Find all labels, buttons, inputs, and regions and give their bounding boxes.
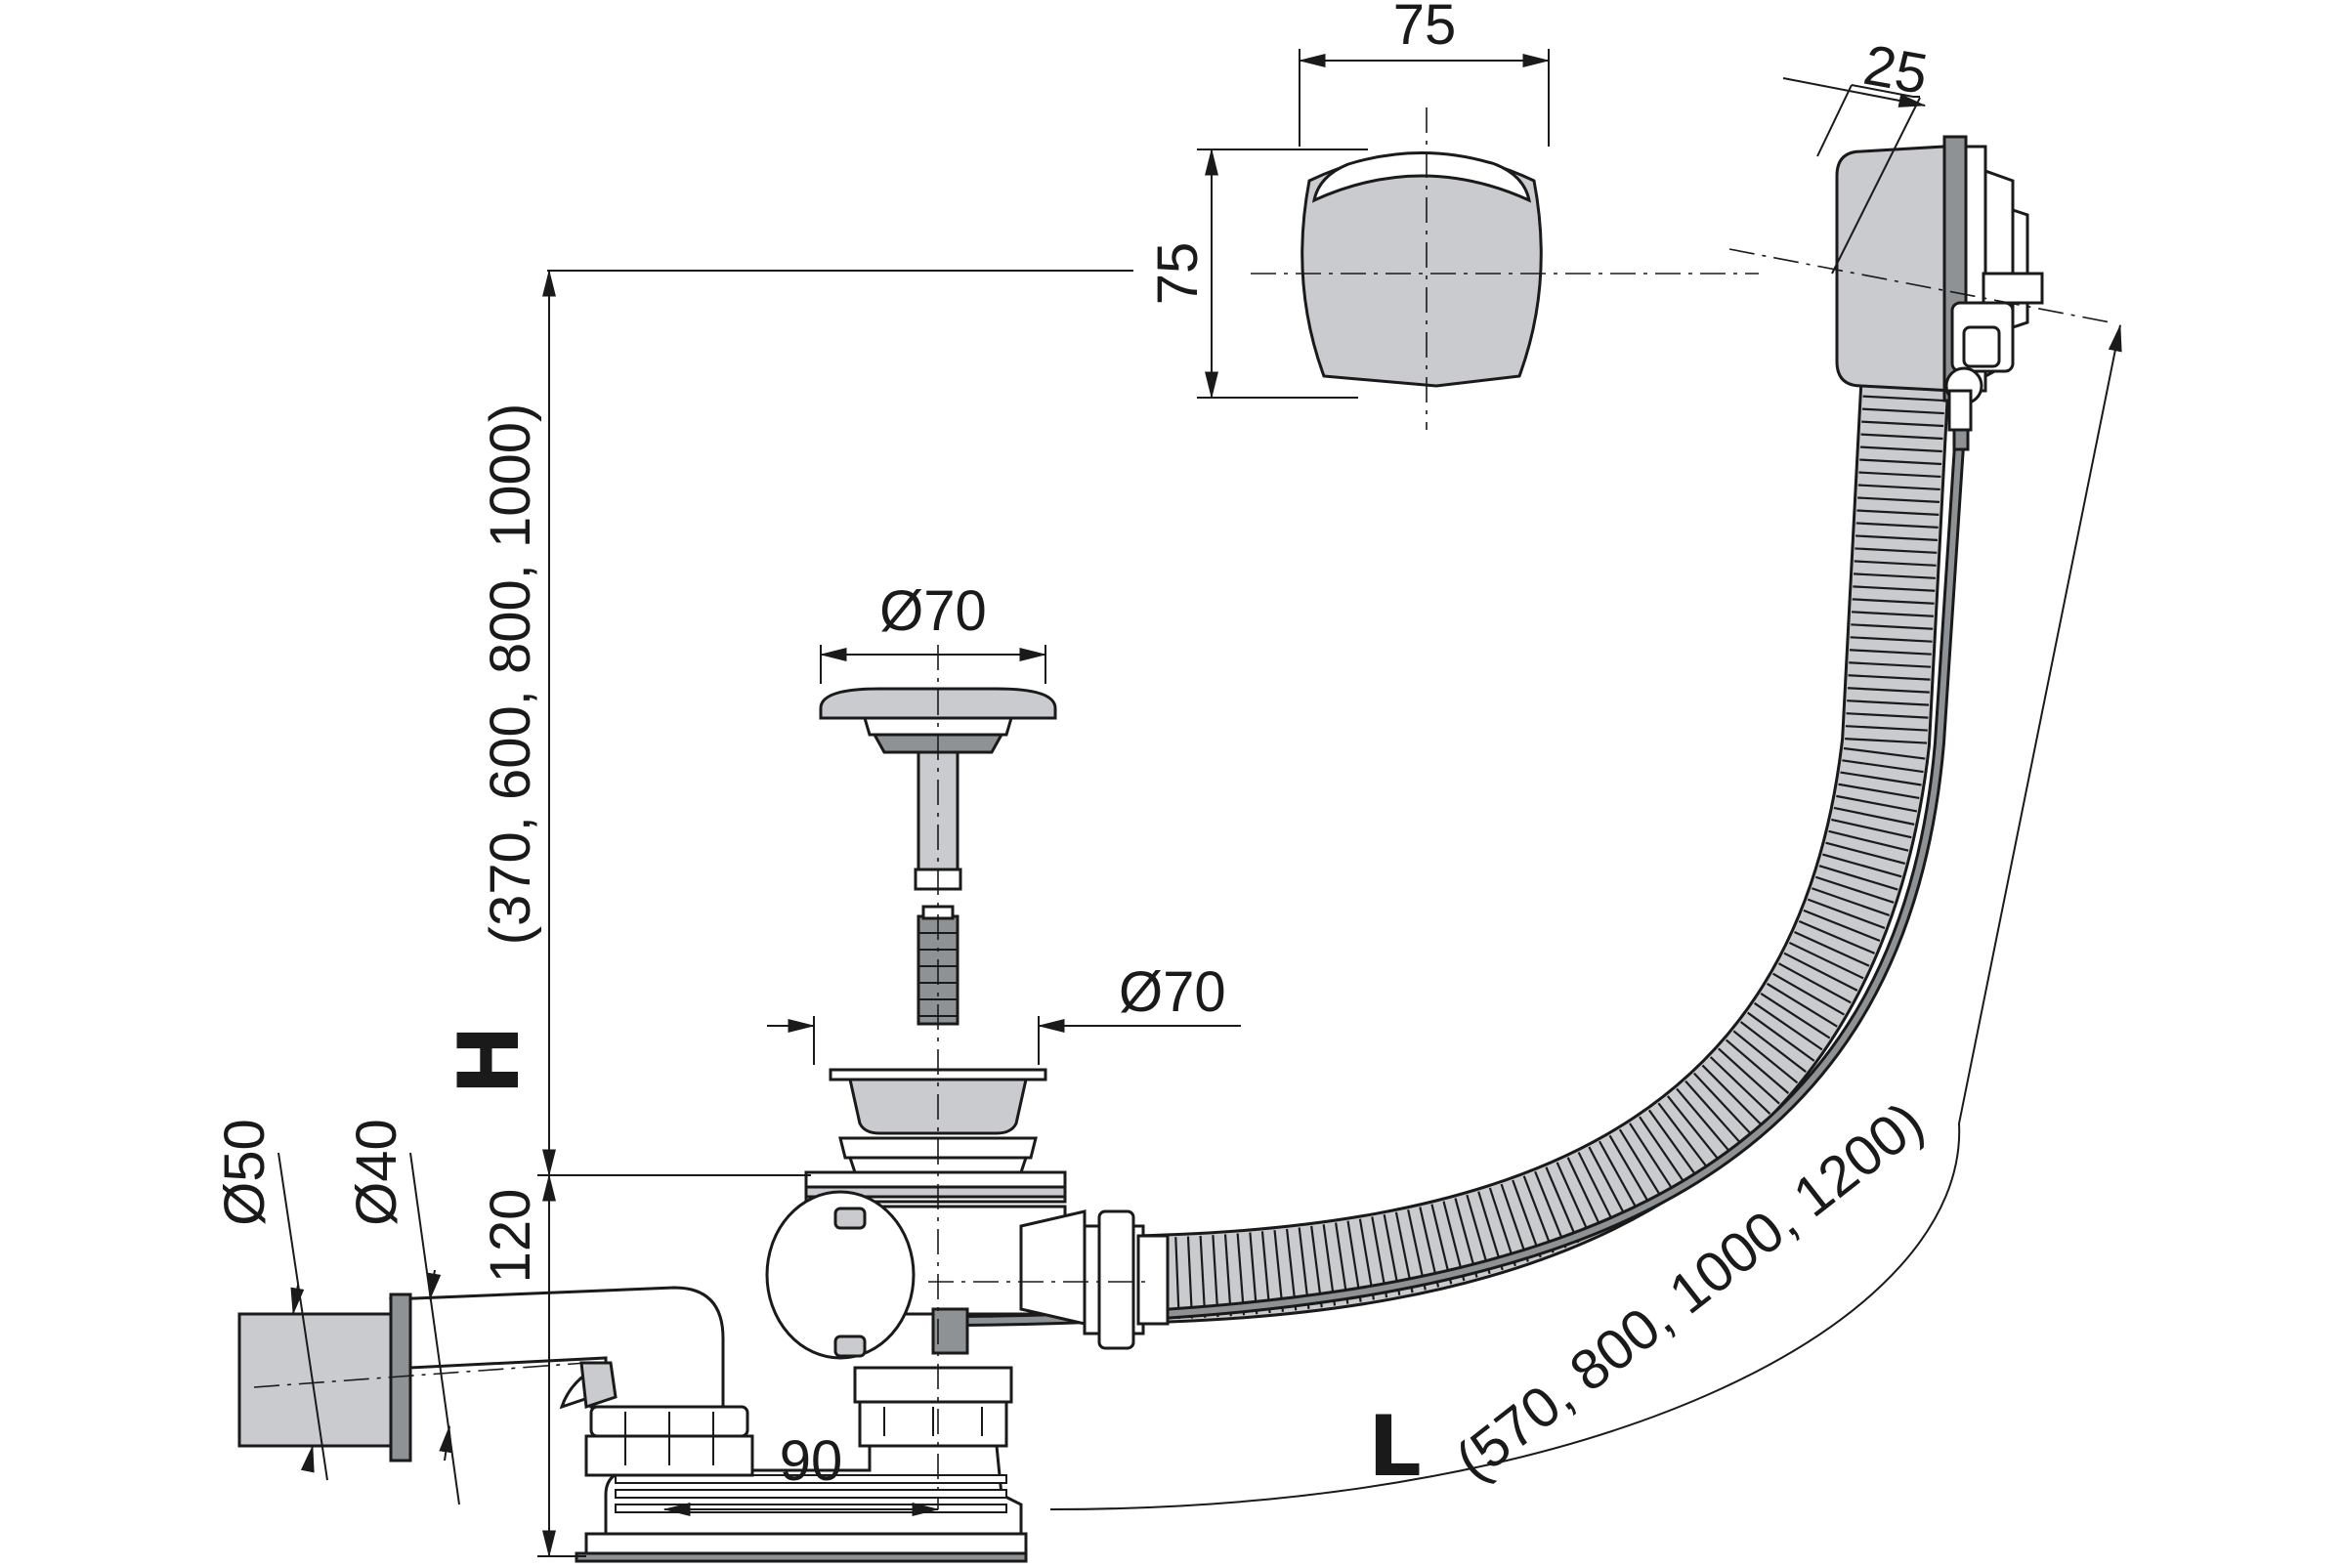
- plug-diameter-label: Ø70: [879, 579, 987, 643]
- height-values-label: (370, 600, 800, 1000): [479, 403, 542, 946]
- trap-height-label: 120: [479, 1189, 542, 1284]
- cap-width-label: 75: [1393, 0, 1457, 57]
- overflow-cap: [1302, 153, 1542, 387]
- length-symbol: L: [1368, 1398, 1422, 1496]
- outlet-outer-diameter-label: Ø50: [213, 1119, 277, 1226]
- outlet-elbow: [391, 1288, 752, 1475]
- height-symbol: H: [441, 1025, 538, 1095]
- overflow-depth-label: 25: [1859, 33, 1933, 106]
- cap-height-label: 75: [1146, 242, 1210, 306]
- outlet-offset-label: 90: [780, 1429, 843, 1493]
- outlet-inner-diameter-label: Ø40: [345, 1119, 408, 1226]
- strainer-diameter-label: Ø70: [1119, 960, 1226, 1024]
- outlet-pipe: [239, 1294, 410, 1461]
